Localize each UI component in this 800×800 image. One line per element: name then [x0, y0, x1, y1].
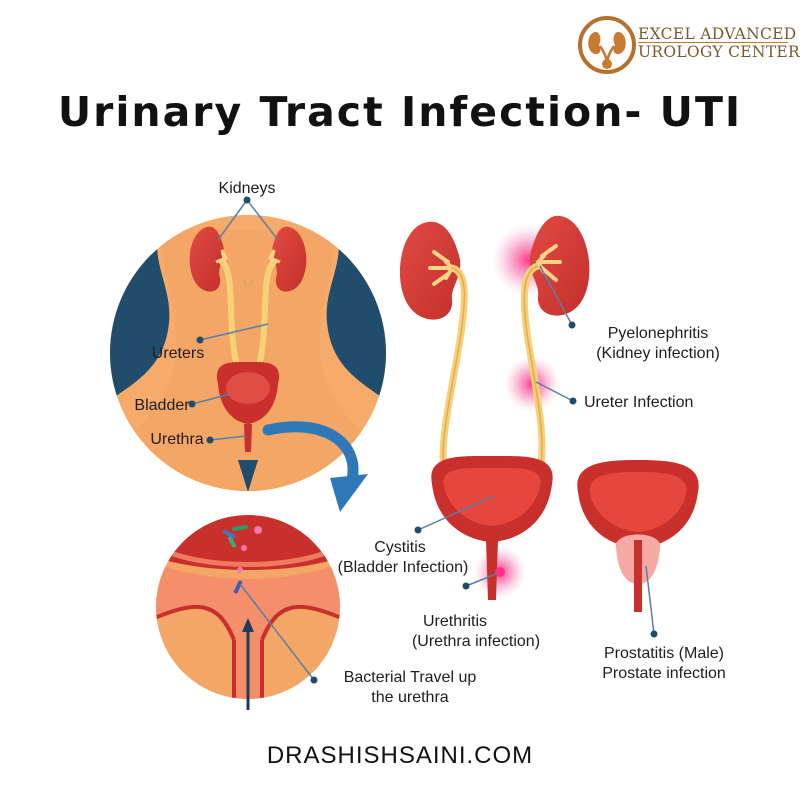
label-prostatitis: Prostatitis (Male): [604, 645, 724, 662]
label-cystitis-sub: (Bladder Infection): [338, 559, 469, 576]
label-urethritis-sub: (Urethra infection): [412, 633, 540, 650]
label-kidneys: Kidneys: [219, 180, 276, 197]
label-bacterial-sub: the urethra: [371, 689, 448, 706]
label-urethritis: Urethritis: [423, 613, 487, 630]
label-bladder: Bladder: [134, 397, 190, 414]
label-bacterial: Bacterial Travel up: [344, 669, 477, 686]
urinary-system-diagram: [400, 216, 699, 612]
label-prostatitis-sub: Prostate infection: [602, 665, 726, 682]
label-pyelonephritis-sub: (Kidney infection): [596, 345, 720, 362]
label-cystitis: Cystitis: [374, 539, 426, 556]
footer-website[interactable]: DRASHISHSAINI.COM: [0, 742, 800, 770]
label-pyelonephritis: Pyelonephritis: [608, 325, 709, 342]
label-ureter-infection: Ureter Infection: [584, 394, 693, 411]
label-urethra: Urethra: [150, 431, 203, 448]
label-ureters: Ureters: [152, 345, 204, 362]
